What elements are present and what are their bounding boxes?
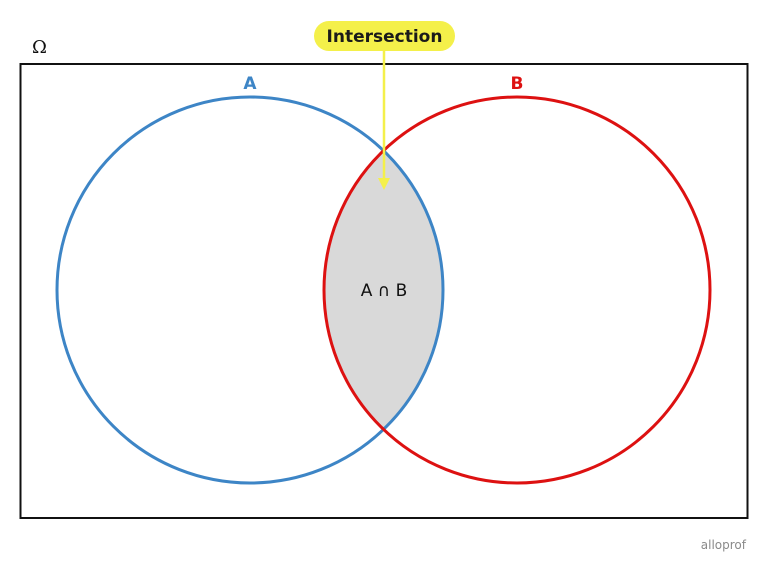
watermark-logo: alloprof — [701, 538, 747, 552]
universe-label: Ω — [32, 37, 47, 58]
callout-arrow-head — [378, 178, 390, 190]
set-a-label: A — [243, 74, 257, 94]
callout-label: Intersection — [327, 27, 443, 47]
callout-badge — [314, 21, 455, 51]
set-a-circle — [55, 95, 445, 485]
set-b-label: B — [511, 74, 524, 94]
set-b-circle — [322, 95, 712, 485]
intersection-label: A ∩ B — [361, 281, 408, 301]
